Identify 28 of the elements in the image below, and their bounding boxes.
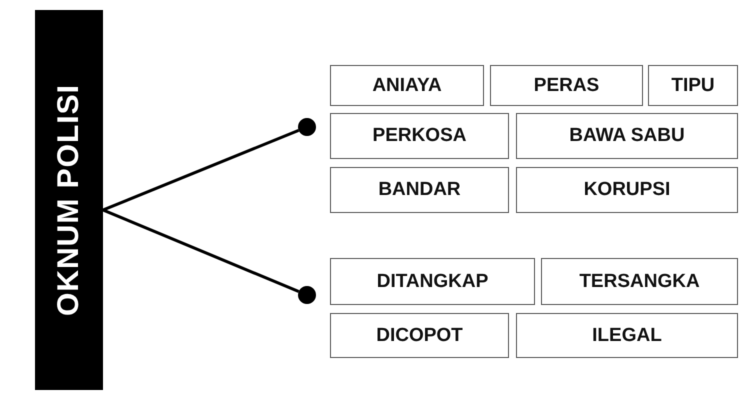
label-text: ILEGAL [592, 324, 662, 346]
label-text: KORUPSI [584, 179, 670, 201]
label-text: PERAS [534, 74, 600, 96]
label-text: ANIAYA [372, 74, 442, 96]
label-box [516, 167, 738, 213]
label-box [648, 65, 738, 106]
label-box [330, 167, 509, 213]
title-text: OKNUM POLISI [52, 84, 86, 316]
label-box [330, 258, 535, 305]
label-text: DICOPOT [376, 324, 463, 346]
label-text: TIPU [671, 74, 715, 96]
connector-dot [298, 118, 316, 136]
label-text: TERSANGKA [579, 270, 700, 292]
label-text: DITANGKAP [376, 270, 488, 292]
connector-dot [298, 286, 316, 304]
label-text: BAWA SABU [569, 125, 685, 147]
label-box [516, 113, 738, 159]
label-box [330, 113, 509, 159]
label-box [490, 65, 643, 106]
label-box [541, 258, 738, 305]
label-text: BANDAR [378, 179, 461, 201]
title-bar [35, 10, 103, 390]
label-box [516, 313, 738, 358]
connector-line [102, 208, 300, 293]
connector-line [102, 129, 300, 212]
label-text: PERKOSA [372, 125, 466, 147]
label-box [330, 65, 484, 106]
label-box [330, 313, 509, 358]
